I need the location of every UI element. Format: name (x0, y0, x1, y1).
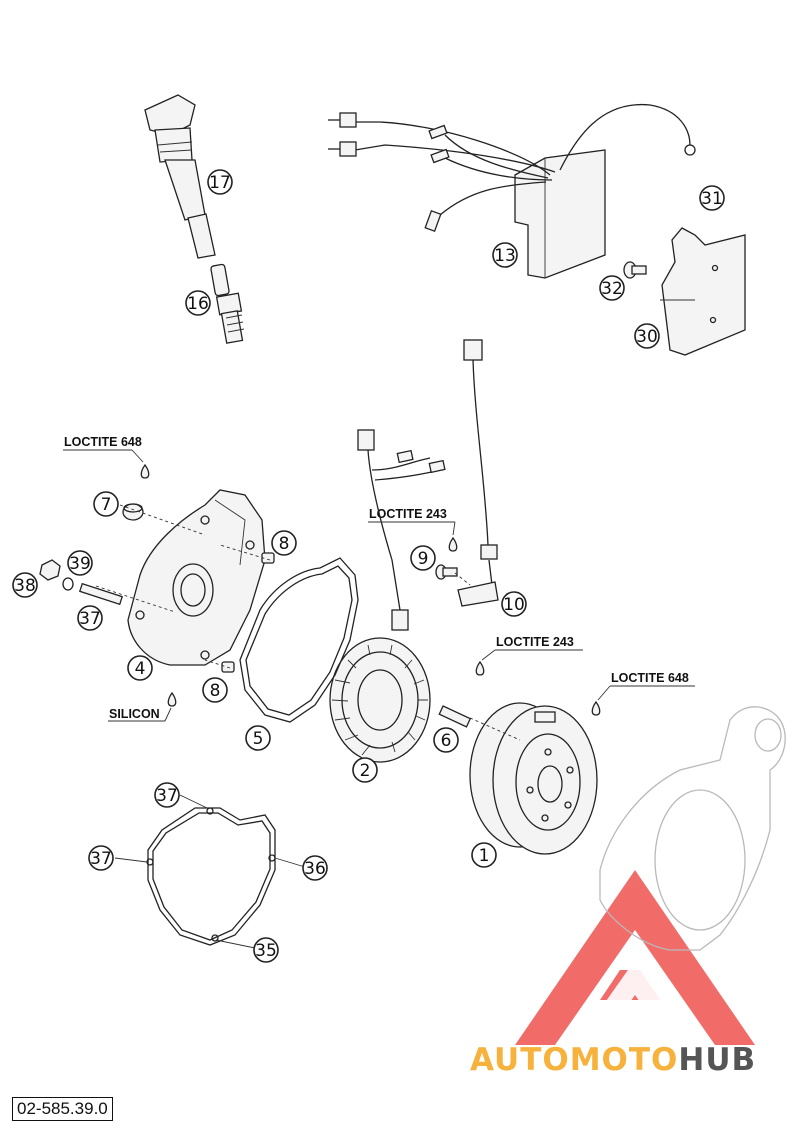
svg-text:37: 37 (79, 609, 101, 629)
callout-16: 16 (185, 290, 211, 316)
svg-text:6: 6 (441, 731, 452, 751)
svg-text:8: 8 (279, 534, 290, 554)
cover-gasket (239, 557, 359, 723)
spark-plug (210, 263, 245, 344)
brand-part-2: HUB (678, 1042, 757, 1078)
engine-cover (599, 706, 786, 951)
svg-text:35: 35 (255, 941, 277, 961)
svg-text:37: 37 (156, 786, 178, 806)
callout-32: 32 (599, 275, 625, 301)
adhesive-drop-2 (448, 536, 458, 552)
washer-39 (62, 577, 74, 591)
svg-text:LOCTITE 243: LOCTITE 243 (496, 635, 574, 649)
callout-1: 1 (471, 842, 497, 868)
svg-text:7: 7 (101, 495, 112, 515)
svg-text:32: 32 (601, 279, 623, 299)
stator (329, 637, 431, 763)
svg-text:LOCTITE 648: LOCTITE 648 (64, 435, 142, 449)
callout-37-gasket-left: 37 (88, 845, 114, 871)
callout-30: 30 (634, 323, 660, 349)
callout-2: 2 (352, 757, 378, 783)
note-loctite-648-cover: LOCTITE 648 (64, 435, 142, 449)
adhesive-drop-5 (167, 691, 177, 707)
callout-8-top: 8 (271, 530, 297, 556)
callout-37-gasket-top: 37 (154, 782, 180, 808)
nut-38 (39, 559, 61, 581)
callout-10: 10 (501, 591, 527, 617)
bracket-screw (623, 261, 647, 279)
callout-9: 9 (410, 545, 436, 571)
stator-wires (357, 429, 446, 631)
cdi-bracket (661, 227, 746, 356)
adhesive-drop-1 (140, 463, 150, 479)
callout-35: 35 (253, 937, 279, 963)
svg-text:31: 31 (701, 189, 723, 209)
svg-text:10: 10 (503, 595, 525, 615)
svg-text:38: 38 (14, 576, 36, 596)
callout-39: 39 (67, 550, 93, 576)
svg-text:1: 1 (479, 846, 490, 866)
crankcase-gasket (146, 807, 276, 946)
callout-36: 36 (302, 855, 328, 881)
callout-7: 7 (93, 491, 119, 517)
adhesive-drop-3 (475, 660, 485, 676)
svg-text:17: 17 (209, 173, 231, 193)
pickup-cable (457, 339, 499, 607)
callout-5: 5 (245, 725, 271, 751)
leader-lines (63, 299, 695, 949)
document-number: 02-585.39.0 (12, 1097, 113, 1121)
callout-37-stud: 37 (77, 605, 103, 631)
ignition-cover (127, 489, 266, 666)
callout-13: 13 (492, 242, 518, 268)
svg-text:LOCTITE 243: LOCTITE 243 (369, 507, 447, 521)
note-silicon: SILICON (109, 707, 160, 721)
callout-8-bottom: 8 (202, 677, 228, 703)
svg-text:4: 4 (135, 659, 146, 679)
svg-text:2: 2 (360, 761, 371, 781)
callout-38: 38 (12, 572, 38, 598)
svg-text:8: 8 (210, 681, 221, 701)
stud-37 (78, 582, 124, 606)
svg-text:9: 9 (418, 549, 429, 569)
svg-text:13: 13 (494, 246, 516, 266)
brand-part-1: AUTOMOTO (470, 1042, 679, 1078)
svg-text:39: 39 (69, 554, 91, 574)
svg-text:16: 16 (187, 294, 209, 314)
brand-wordmark: AUTOMOTOHUB (470, 1042, 756, 1078)
note-loctite-243-screw: LOCTITE 243 (369, 507, 447, 521)
note-loctite-243-stud: LOCTITE 243 (496, 635, 574, 649)
watermark-logo (515, 870, 755, 1045)
callout-4: 4 (127, 655, 153, 681)
svg-text:30: 30 (636, 327, 658, 347)
svg-text:37: 37 (90, 849, 112, 869)
sealing-plug-7 (122, 503, 144, 521)
ignition-coil (144, 94, 216, 259)
note-loctite-648-flywheel: LOCTITE 648 (611, 671, 689, 685)
callout-17: 17 (207, 169, 233, 195)
flywheel-rotor (469, 702, 598, 855)
svg-text:LOCTITE 648: LOCTITE 648 (611, 671, 689, 685)
adhesive-drop-4 (591, 700, 601, 716)
svg-text:5: 5 (253, 729, 264, 749)
screw-9 (435, 564, 458, 580)
stud-6 (438, 705, 472, 728)
callout-31: 31 (699, 185, 725, 211)
svg-text:36: 36 (304, 859, 326, 879)
cdi-unit (328, 104, 696, 279)
svg-text:SILICON: SILICON (109, 707, 160, 721)
callout-6: 6 (433, 727, 459, 753)
